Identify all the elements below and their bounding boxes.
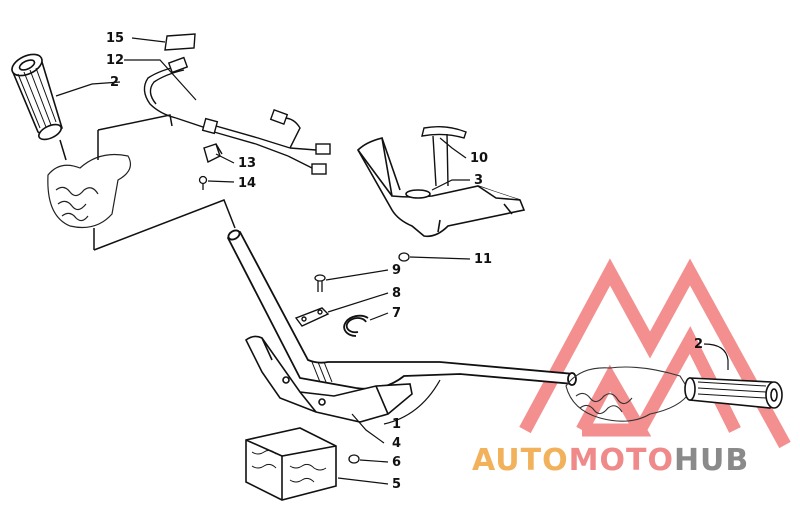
callout-9: 9 xyxy=(392,263,401,278)
callout-12: 12 xyxy=(106,53,124,68)
callout-8: 8 xyxy=(392,286,401,301)
part-13-connector xyxy=(203,143,223,164)
part-8-clamp-plate xyxy=(294,307,330,327)
callout-3: 3 xyxy=(474,173,483,188)
part-14-screw xyxy=(198,175,208,190)
left-heater-element xyxy=(47,153,131,229)
callout-7: 7 xyxy=(392,306,401,321)
heater-wire-harness xyxy=(143,56,331,175)
callout-14: 14 xyxy=(238,176,256,191)
callout-5: 5 xyxy=(392,477,401,492)
watermark-text: AUTOMOTOHUB xyxy=(472,443,749,478)
watermark-moto: MOTO xyxy=(569,443,674,478)
handlebar-pad xyxy=(357,137,526,238)
part-9-bolt xyxy=(314,274,326,292)
right-heater-element xyxy=(565,366,691,422)
part-11-nut xyxy=(398,252,410,262)
callout-2-left: 2 xyxy=(110,75,119,90)
part-6-washer xyxy=(348,454,360,464)
callout-6: 6 xyxy=(392,455,401,470)
part-10-pad-cap xyxy=(421,125,467,187)
part-5-riser-block xyxy=(245,427,337,501)
callout-2-right: 2 xyxy=(694,337,703,352)
watermark-hub: HUB xyxy=(674,443,749,478)
group-outline-left xyxy=(59,114,236,251)
callout-1: 1 xyxy=(392,417,401,432)
part-15-plate xyxy=(164,33,196,51)
callout-labels: 15 12 2 13 14 10 3 11 9 8 7 2 1 4 6 5 xyxy=(106,31,703,492)
part-4-riser-bracket xyxy=(244,335,413,423)
watermark-logo xyxy=(519,258,791,449)
right-grip xyxy=(684,377,783,409)
callout-10: 10 xyxy=(470,151,488,166)
callout-11: 11 xyxy=(474,252,492,267)
watermark-auto: AUTO xyxy=(472,443,569,478)
callout-15: 15 xyxy=(106,31,124,46)
callout-4: 4 xyxy=(392,436,401,451)
callout-13: 13 xyxy=(238,156,256,171)
leader-lines xyxy=(55,37,729,485)
left-grip xyxy=(11,53,63,141)
part-7-clip-ring xyxy=(343,314,369,337)
svg-text:AUTOMOTOHUB: AUTOMOTOHUB xyxy=(472,443,749,478)
